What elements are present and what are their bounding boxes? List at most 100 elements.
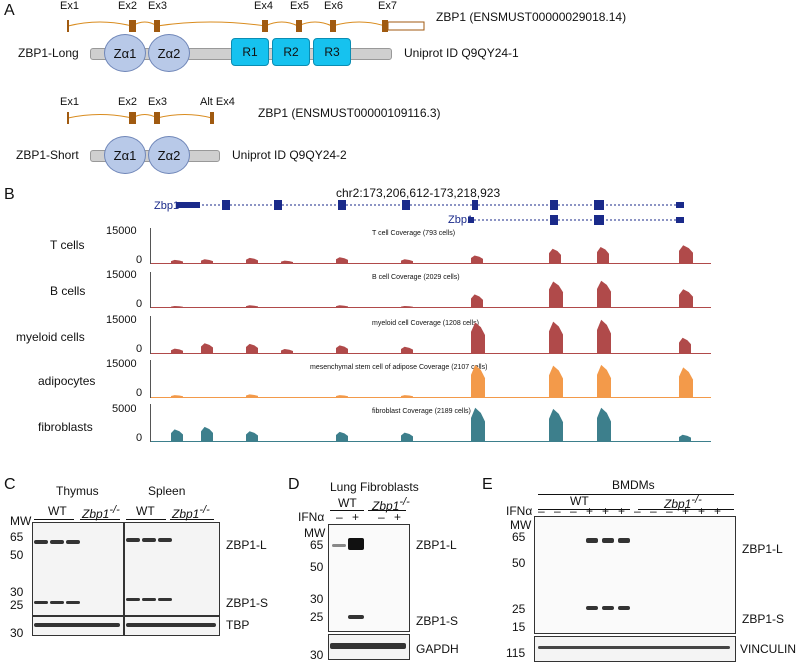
d-mw-30: 30	[310, 592, 324, 606]
protein-long-uniprot: Uniprot ID Q9QY24-1	[404, 46, 519, 60]
track-min-fibroblasts: 0	[136, 432, 143, 444]
e-band-zbp1s-4	[586, 606, 598, 610]
track-axis-b-cells	[150, 272, 151, 308]
domain-za2-short: Zα2	[148, 136, 190, 174]
e-sign-3: –	[570, 504, 577, 518]
c-band-zbp1l-1	[34, 540, 48, 544]
e-mw-115: 115	[506, 646, 526, 660]
c-band-tbp-right	[126, 623, 216, 627]
panel-b-letter: B	[4, 186, 15, 203]
exon-label-ex2: Ex2	[118, 0, 137, 12]
coverage-peak	[679, 245, 693, 264]
c-mw-label: MW	[10, 514, 32, 528]
d-mw-label: MW	[304, 526, 326, 540]
e-sign-2: –	[554, 504, 561, 518]
e-band-zbp1s-5	[602, 606, 614, 610]
coverage-peak	[201, 343, 213, 354]
c-mw-30: 30	[10, 585, 24, 599]
track-title-t-cells: T cell Coverage (793 cells)	[372, 230, 456, 237]
c-mw-30-lower: 30	[10, 626, 24, 640]
c-band-zbp1l-4	[126, 538, 140, 542]
coverage-peak	[597, 364, 611, 398]
e-band-zbp1s-6	[618, 606, 630, 610]
protein-long-name: ZBP1-Long	[18, 46, 79, 60]
e-band-label-zbp1l: ZBP1-L	[742, 542, 783, 556]
coverage-peak	[246, 343, 258, 354]
tissue-thymus-label: Thymus	[56, 484, 99, 498]
exon-label-ex1: Ex1	[60, 0, 79, 12]
e-band-zbp1l-4	[586, 538, 598, 543]
track-label-t-cells: T cells	[50, 238, 85, 252]
d-ko-label: Zbp1-/-	[372, 496, 410, 513]
e-sign-8: –	[650, 504, 657, 518]
c-underline-ko1	[80, 519, 120, 520]
protein-short-name: ZBP1-Short	[16, 148, 79, 162]
gene-label-1: Zbp1	[154, 200, 180, 212]
gene-label-2: Zbp1	[448, 214, 474, 226]
coverage-plot-fibroblasts	[151, 407, 711, 442]
transcript-long-diagram	[67, 20, 425, 32]
coverage-plot-adipocytes	[151, 364, 711, 398]
coverage-plot-b-cells	[151, 280, 711, 308]
track-label-b-cells: B cells	[50, 284, 86, 298]
coverage-peak	[246, 394, 258, 398]
d-sign-3: –	[378, 510, 385, 524]
d-band-label-gapdh: GAPDH	[416, 642, 459, 656]
repeat-r2: R2	[272, 38, 310, 66]
c-band-zbp1l-3	[66, 540, 80, 544]
d-blot-main	[328, 524, 410, 632]
c-wt-label-2: WT	[136, 504, 155, 518]
e-mw-65: 65	[512, 530, 526, 544]
coverage-peak	[471, 322, 485, 354]
e-wt-label: WT	[570, 494, 589, 508]
d-band-zbp1s	[348, 615, 364, 619]
e-blot-vinculin	[534, 636, 736, 662]
track-axis-myeloid-cells	[150, 316, 151, 354]
coverage-peak	[171, 429, 183, 442]
e-sign-6: +	[618, 504, 626, 518]
e-underline-top	[538, 494, 734, 495]
exon-label-ex7: Ex7	[378, 0, 397, 12]
c-band-zbp1l-2	[50, 540, 64, 544]
coverage-peak	[336, 345, 348, 354]
coverage-peak	[246, 257, 258, 264]
e-sign-1: –	[538, 504, 545, 518]
e-blot-main	[534, 516, 736, 634]
d-mw-65: 65	[310, 538, 324, 552]
e-sign-11: +	[698, 504, 706, 518]
coverage-peak	[597, 280, 611, 308]
e-band-zbp1l-5	[602, 538, 614, 543]
e-mw-50: 50	[512, 556, 526, 570]
coverage-peak	[471, 364, 485, 398]
exon-label-ex4: Ex4	[254, 0, 273, 12]
short-exon-label-ex3: Ex3	[148, 96, 167, 108]
panel-c-letter: C	[4, 476, 16, 493]
e-underline-wt	[538, 509, 630, 510]
track-label-fibroblasts: fibroblasts	[38, 420, 93, 434]
coverage-peak	[597, 407, 611, 442]
e-sign-5: +	[602, 504, 610, 518]
track-axis-fibroblasts	[150, 404, 151, 442]
domain-za2-long: Zα2	[148, 34, 190, 72]
track-max-fibroblasts: 5000	[112, 403, 137, 415]
track-min-adipocytes: 0	[136, 387, 143, 399]
coverage-plot-t-cells	[151, 245, 711, 264]
coverage-peak	[171, 306, 183, 308]
gene-model-diagram	[176, 200, 684, 225]
transcript-short-id: ZBP1 (ENSMUST00000109116.3)	[258, 106, 441, 120]
coverage-peak	[401, 259, 413, 264]
d-wt-label: WT	[338, 496, 357, 510]
c-band-zbp1l-5	[142, 538, 156, 542]
coverage-peak	[336, 395, 348, 398]
d-band-gapdh	[330, 643, 406, 649]
d-underline-wt	[330, 510, 364, 511]
e-band-vinculin	[538, 646, 730, 649]
coverage-peak	[679, 337, 691, 354]
e-mw-25: 25	[512, 602, 526, 616]
coverage-peak	[336, 257, 348, 264]
coverage-peak	[549, 321, 563, 354]
c-underline-wt2	[126, 519, 166, 520]
coverage-plot-myeloid-cells	[151, 319, 711, 354]
c-mw-65: 65	[10, 530, 24, 544]
e-band-zbp1l-6	[618, 538, 630, 543]
